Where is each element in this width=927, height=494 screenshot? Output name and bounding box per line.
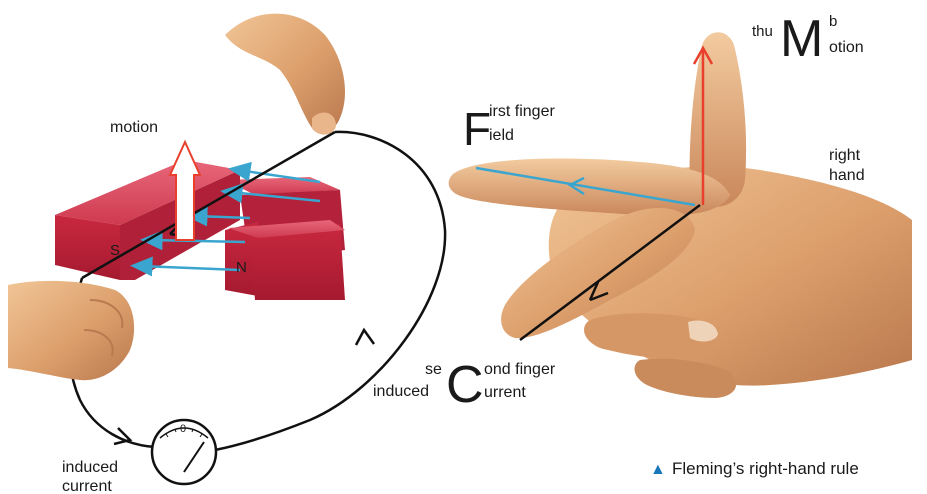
first-finger-label: irst finger: [489, 103, 555, 120]
top-hand: [225, 14, 345, 135]
caption-text: Fleming’s right-hand rule: [672, 459, 859, 478]
first-letter-label: F: [463, 103, 491, 155]
thumb-motion-label: otion: [829, 39, 864, 56]
pole-s-label: S: [110, 242, 120, 259]
right-hand-label-1: right: [829, 147, 861, 164]
thumb-letter-label: M: [780, 10, 823, 68]
caption-marker-icon: ▲: [650, 461, 666, 478]
motion-label: motion: [110, 119, 158, 136]
induced-current-label-2: current: [62, 478, 112, 494]
pole-n-label: N: [236, 259, 247, 276]
meter-zero-label: 0: [180, 423, 186, 435]
first-field-label: ield: [489, 127, 514, 144]
thumb-b-label: b: [829, 13, 837, 30]
thumb-prefix-label: thu: [752, 23, 773, 40]
wire-arrow-right: [356, 330, 374, 345]
second-letter-label: C: [446, 356, 484, 414]
second-induced-label: induced: [373, 383, 429, 400]
magnet-north: [225, 177, 345, 300]
second-se-label: se: [425, 361, 442, 378]
induced-current-label-1: induced: [62, 459, 118, 476]
second-finger-label: ond finger: [484, 361, 556, 378]
bottom-hand: [8, 281, 134, 380]
right-hand-label-2: hand: [829, 167, 865, 184]
magnet-south: [55, 160, 240, 280]
second-current-label: urrent: [484, 384, 526, 401]
right-hand: [449, 32, 912, 398]
